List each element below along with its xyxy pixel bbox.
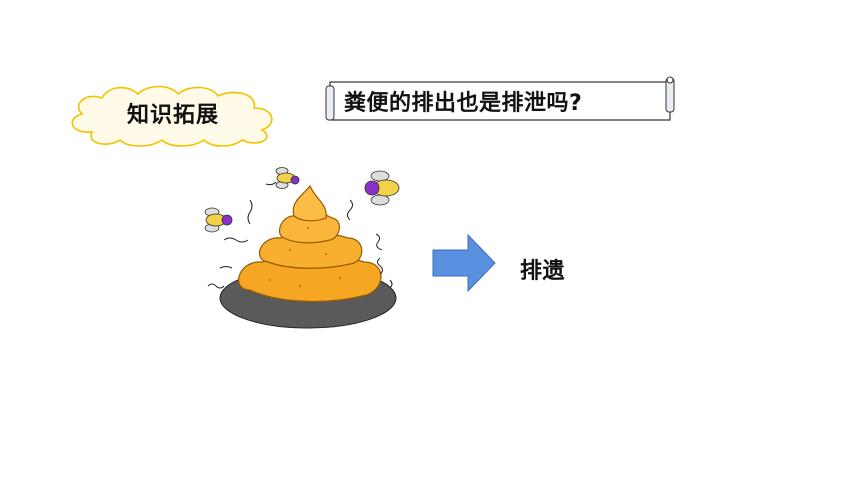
cloud-badge-icon	[71, 85, 273, 147]
question-title: 粪便的排出也是排泄吗?	[344, 91, 583, 116]
knowledge-expansion-label: 知识拓展	[126, 103, 219, 128]
scroll-banner-icon	[325, 76, 675, 121]
egestion-label: 排遗	[520, 259, 566, 284]
right-arrow-icon	[432, 234, 496, 292]
poop-with-flies-illustration	[204, 167, 400, 329]
